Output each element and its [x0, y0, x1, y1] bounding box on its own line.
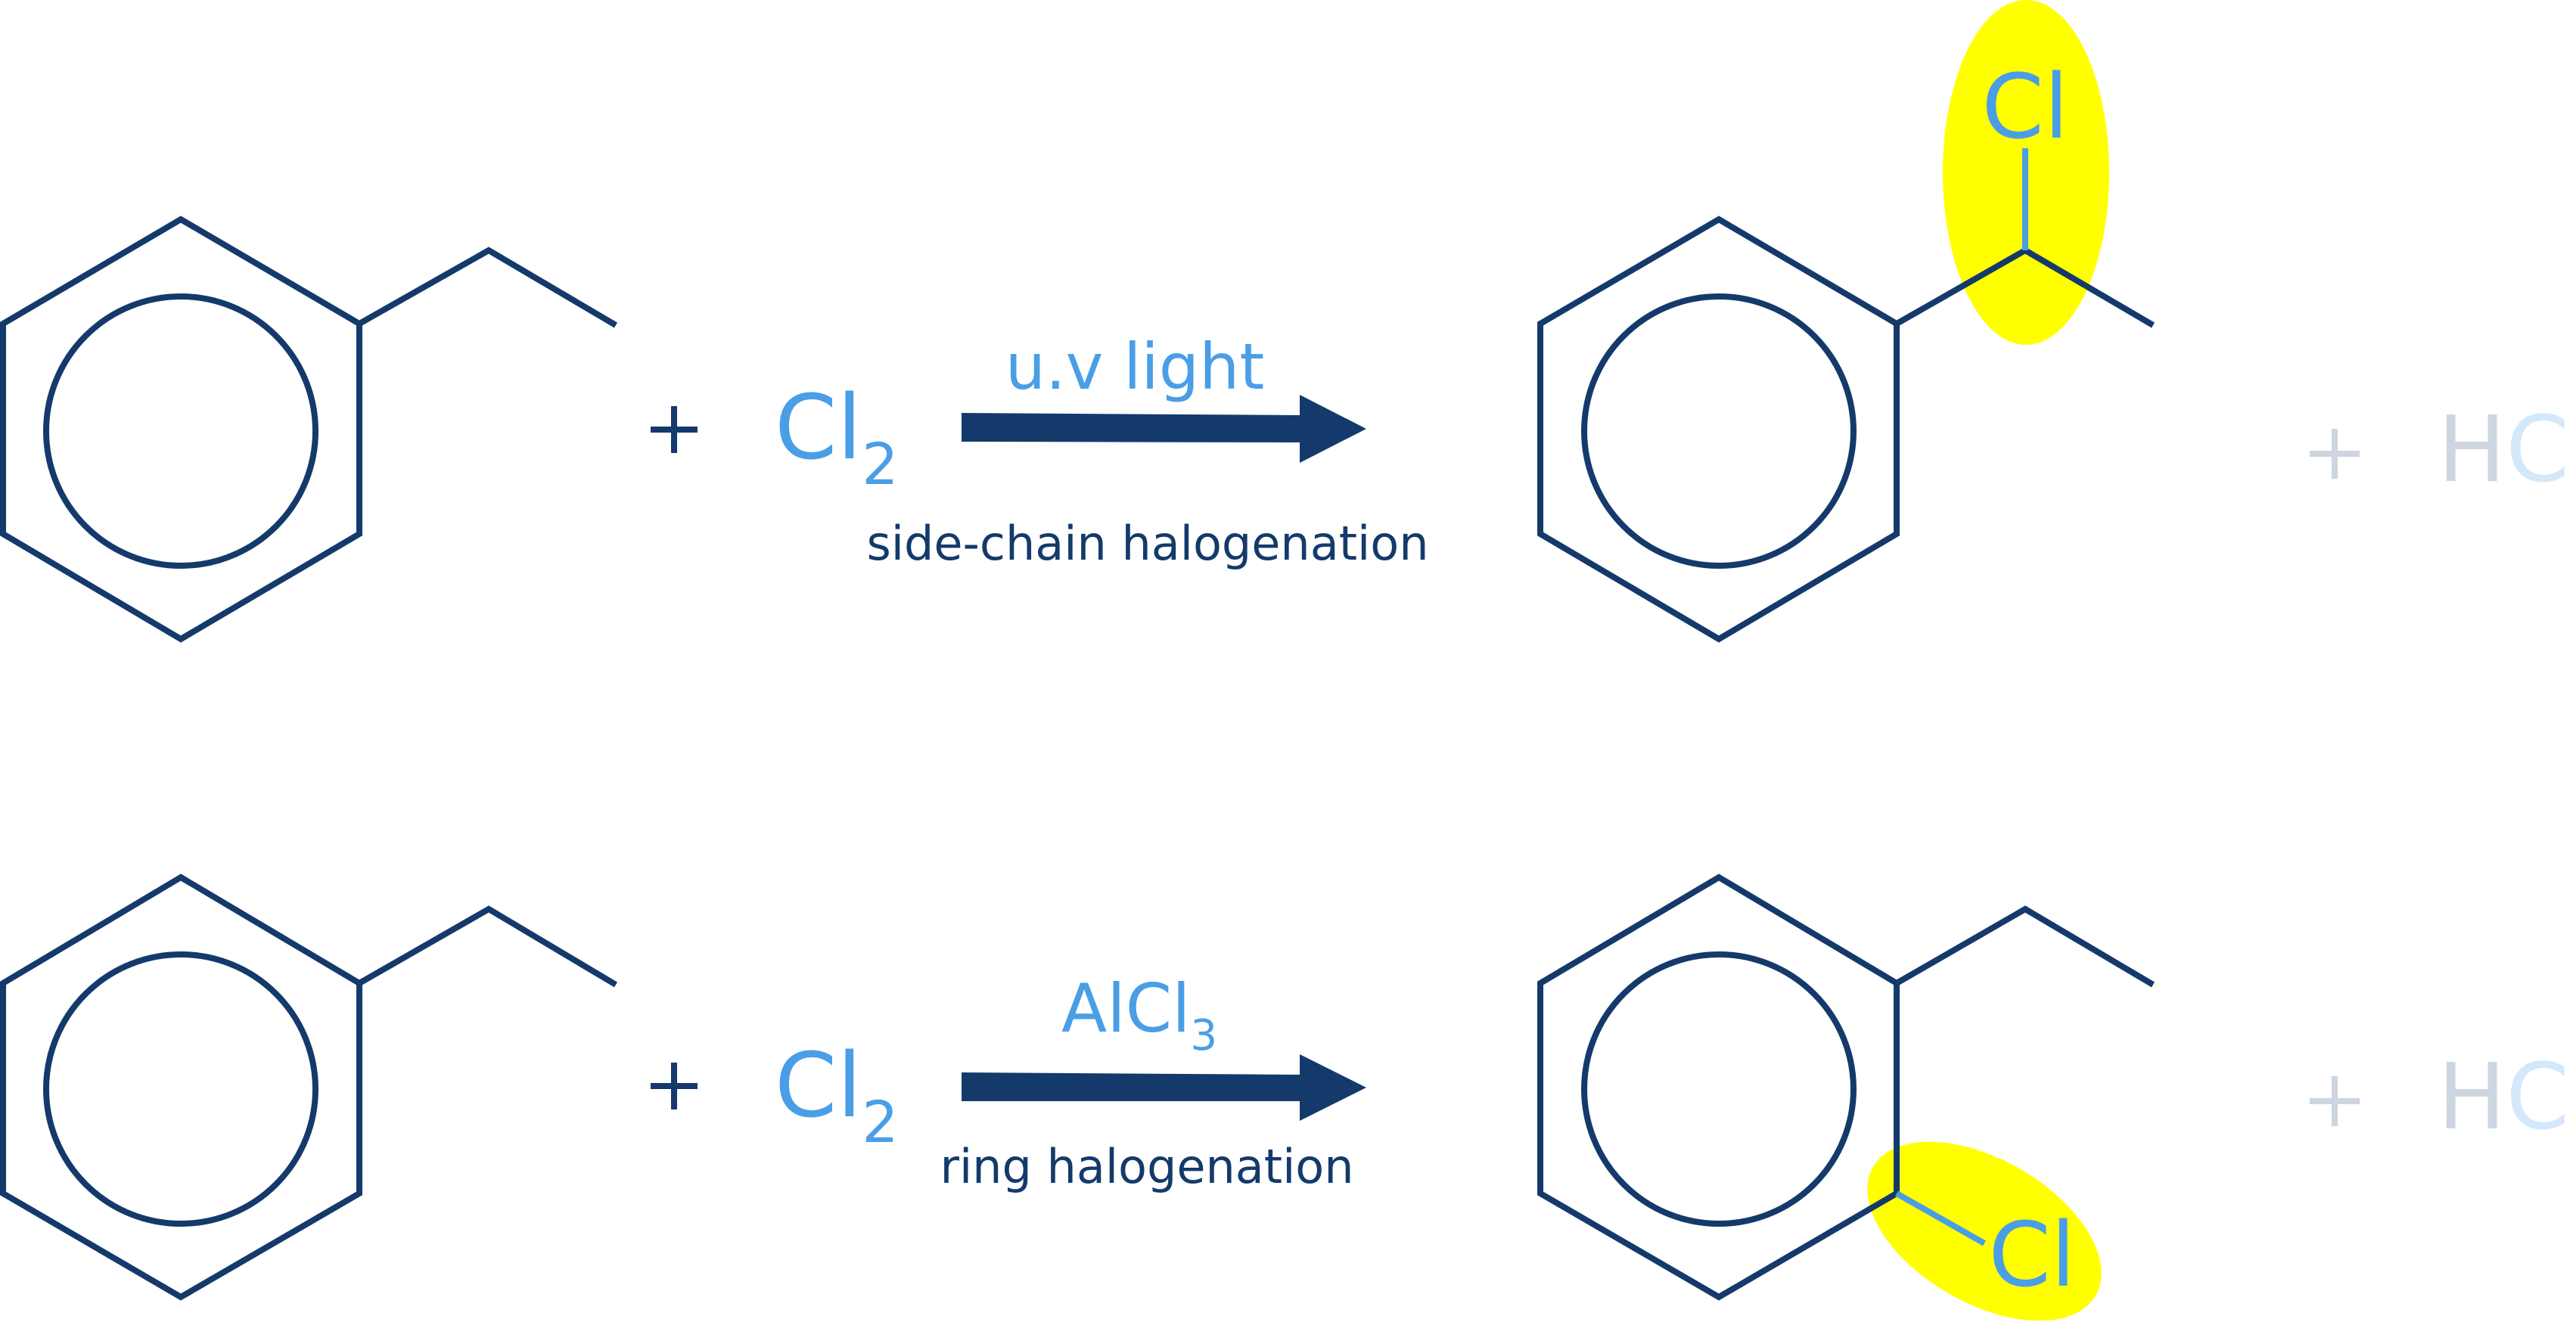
condition-side-chain-halogenation: side-chain halogenation — [866, 516, 1428, 571]
plus-sign — [651, 406, 698, 453]
product-1-chloroethylbenzene: Cl — [1537, 0, 2155, 643]
condition-ring-halogenation: ring halogenation — [940, 1139, 1353, 1194]
byproduct-hcl-text: HCl — [2438, 398, 2576, 503]
ethyl-chain — [358, 905, 618, 988]
byproduct-hcl: HCl — [2310, 1045, 2576, 1150]
benzene-ring-hexagon — [0, 874, 362, 1301]
product-2-chloroethylbenzene: Cl — [1537, 874, 2155, 1321]
reagent-cl2: Cl2 — [775, 375, 899, 498]
highlight-ring-chlorine — [1867, 1141, 2102, 1321]
byproduct-hcl-text: HCl — [2438, 1045, 2576, 1150]
chlorine-label: Cl — [1988, 1203, 2075, 1307]
reagent-cl2: Cl2 — [775, 1033, 899, 1156]
reaction-arrow — [962, 395, 1366, 463]
reactant-ethylbenzene — [0, 874, 618, 1301]
reactant-ethylbenzene — [0, 216, 618, 643]
reaction-1: Cl2 u.v light side-chain halogenation Cl… — [0, 0, 2576, 643]
benzene-ring-circle — [1581, 293, 1857, 569]
ethyl-chain — [1895, 905, 2155, 988]
benzene-ring-circle — [43, 293, 319, 569]
benzene-ring-circle — [1581, 951, 1857, 1227]
reaction-2: Cl2 AlCl3 ring halogenation Cl HCl — [0, 874, 2576, 1321]
benzene-ring-hexagon — [1537, 874, 1900, 1301]
byproduct-hcl: HCl — [2310, 398, 2576, 503]
c-cl-bond — [1895, 1190, 1986, 1246]
chlorine-label: Cl — [1981, 54, 2068, 159]
benzene-ring-circle — [43, 951, 319, 1227]
benzene-ring-hexagon — [1537, 216, 1900, 643]
reaction-arrow — [962, 1054, 1366, 1121]
condition-uv-light: u.v light — [1005, 330, 1265, 404]
ethyl-chain — [358, 247, 618, 328]
plus-sign — [651, 1063, 698, 1109]
catalyst-alcl3: AlCl3 — [1061, 970, 1217, 1060]
benzene-ring-hexagon — [0, 216, 362, 643]
